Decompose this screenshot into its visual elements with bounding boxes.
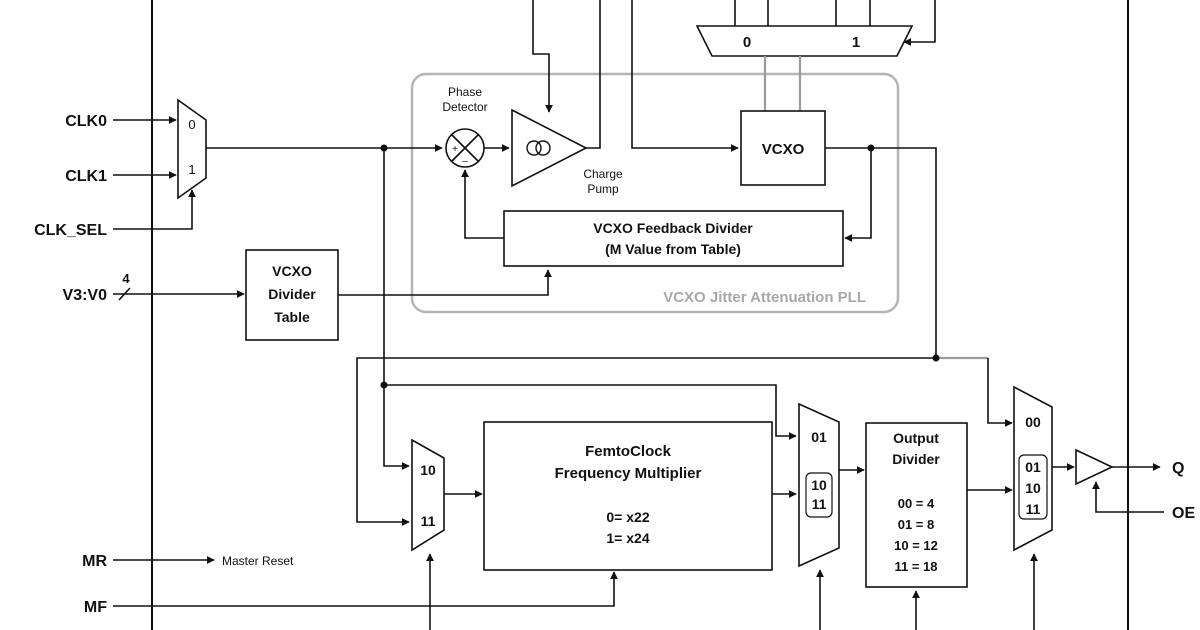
pll-group-box bbox=[410, 72, 900, 314]
divider-table-line3: Table bbox=[274, 309, 310, 325]
bus-slash bbox=[118, 287, 131, 301]
pump-top-wire-b bbox=[586, 0, 601, 149]
output-divider-line1: Output bbox=[893, 430, 939, 446]
out-mux-in2c: 11 bbox=[1026, 501, 1041, 517]
femto-mux-in1: 10 bbox=[420, 462, 436, 478]
vcxo-out-wire bbox=[825, 147, 937, 358]
output-divider-opt10: 10 = 12 bbox=[894, 538, 938, 553]
out-mux-in2a: 01 bbox=[1025, 459, 1041, 475]
feedback-to-pd-wire bbox=[461, 169, 504, 239]
phase-detector-label-1: Phase bbox=[448, 85, 482, 99]
feedback-divider-line1: VCXO Feedback Divider bbox=[593, 220, 753, 236]
ref-branch-wire bbox=[383, 148, 410, 470]
vcxo-box bbox=[740, 110, 826, 186]
vcxo-feedback-wire bbox=[844, 148, 872, 242]
clk0-label: CLK0 bbox=[65, 113, 107, 130]
vcxo-mux bbox=[695, 25, 914, 57]
charge-pump bbox=[511, 108, 588, 188]
phase-detector-plus: + bbox=[452, 144, 458, 155]
clk-sel-wire bbox=[113, 189, 196, 230]
divider-table-box bbox=[245, 249, 339, 341]
vcxo-mux-grey-wires bbox=[763, 56, 802, 112]
pump-top-wire-a bbox=[532, 0, 553, 113]
table-to-feedback-wire bbox=[338, 269, 552, 296]
input-mux-in0: 0 bbox=[188, 117, 195, 132]
mid-mux bbox=[798, 402, 840, 568]
vcxo-mux-top-wires bbox=[734, 0, 871, 26]
out-mux bbox=[1013, 385, 1053, 552]
output-divider-opt11: 11 = 18 bbox=[894, 559, 937, 574]
mf-wire bbox=[113, 571, 618, 607]
out-mux-in1: 00 bbox=[1025, 414, 1041, 430]
vcxo-bus-right-wire bbox=[987, 358, 1013, 427]
v3v0-label: V3:V0 bbox=[63, 287, 108, 304]
q-label: Q bbox=[1172, 460, 1184, 477]
output-divider-line2: Divider bbox=[892, 451, 940, 467]
mf-label: MF bbox=[84, 599, 107, 616]
out-mux-group bbox=[1018, 454, 1048, 520]
feedback-divider-line2: (M Value from Table) bbox=[605, 241, 741, 257]
mid-mux-in2b: 11 bbox=[812, 496, 827, 512]
out-mux-in2b: 10 bbox=[1025, 480, 1041, 496]
vcxo-control-wire bbox=[631, 0, 739, 152]
femto-multiplier-line2: Frequency Multiplier bbox=[555, 465, 702, 482]
phase-detector-minus: – bbox=[462, 156, 468, 167]
pll-group-label: VCXO Jitter Attenuation PLL bbox=[663, 289, 866, 306]
ref-bypass-wire bbox=[384, 384, 797, 440]
charge-pump-symbol-a bbox=[526, 140, 542, 156]
output-buffer bbox=[1075, 448, 1114, 486]
phase-detector-cross bbox=[451, 134, 479, 162]
mid-mux-group bbox=[805, 472, 833, 518]
femto-multiplier-opt0: 0= x22 bbox=[606, 509, 649, 525]
chip-boundary bbox=[151, 0, 1129, 630]
femto-multiplier-line1: FemtoClock bbox=[585, 443, 672, 460]
charge-pump-symbol-b bbox=[535, 140, 551, 156]
charge-pump-label-2: Pump bbox=[587, 182, 619, 196]
femto-mux-in2: 11 bbox=[421, 513, 436, 529]
femto-mux bbox=[411, 438, 445, 552]
vcxo-mux-select-wire bbox=[903, 0, 936, 46]
oe-label: OE bbox=[1172, 505, 1195, 522]
input-mux bbox=[177, 98, 207, 200]
phase-detector-label-2: Detector bbox=[442, 100, 487, 114]
mid-mux-in2a: 10 bbox=[811, 477, 827, 493]
input-mux-in1: 1 bbox=[188, 162, 195, 177]
divider-table-line2: Divider bbox=[268, 286, 316, 302]
vcxo-mux-in0: 0 bbox=[743, 34, 751, 51]
mid-mux-in1: 01 bbox=[811, 429, 827, 445]
junction-vcxo-bus bbox=[932, 354, 940, 362]
vcxo-label: VCXO bbox=[762, 141, 805, 158]
clk1-label: CLK1 bbox=[65, 168, 107, 185]
clk-sel-label: CLK_SEL bbox=[34, 222, 107, 239]
femto-multiplier-opt1: 1= x24 bbox=[606, 530, 649, 546]
femto-multiplier-box bbox=[483, 421, 773, 571]
output-divider-opt00: 00 = 4 bbox=[898, 496, 935, 511]
oe-wire bbox=[1092, 481, 1164, 513]
charge-pump-label-1: Charge bbox=[583, 167, 623, 181]
mr-label: MR bbox=[82, 553, 107, 570]
vcxo-bus-left-wire bbox=[356, 357, 936, 526]
output-divider-box bbox=[865, 422, 968, 588]
vcxo-mux-in1: 1 bbox=[852, 34, 860, 51]
divider-table-line1: VCXO bbox=[272, 263, 312, 279]
master-reset-label: Master Reset bbox=[222, 554, 294, 568]
output-divider-opt01: 01 = 8 bbox=[898, 517, 935, 532]
bus-width-label: 4 bbox=[122, 271, 130, 286]
